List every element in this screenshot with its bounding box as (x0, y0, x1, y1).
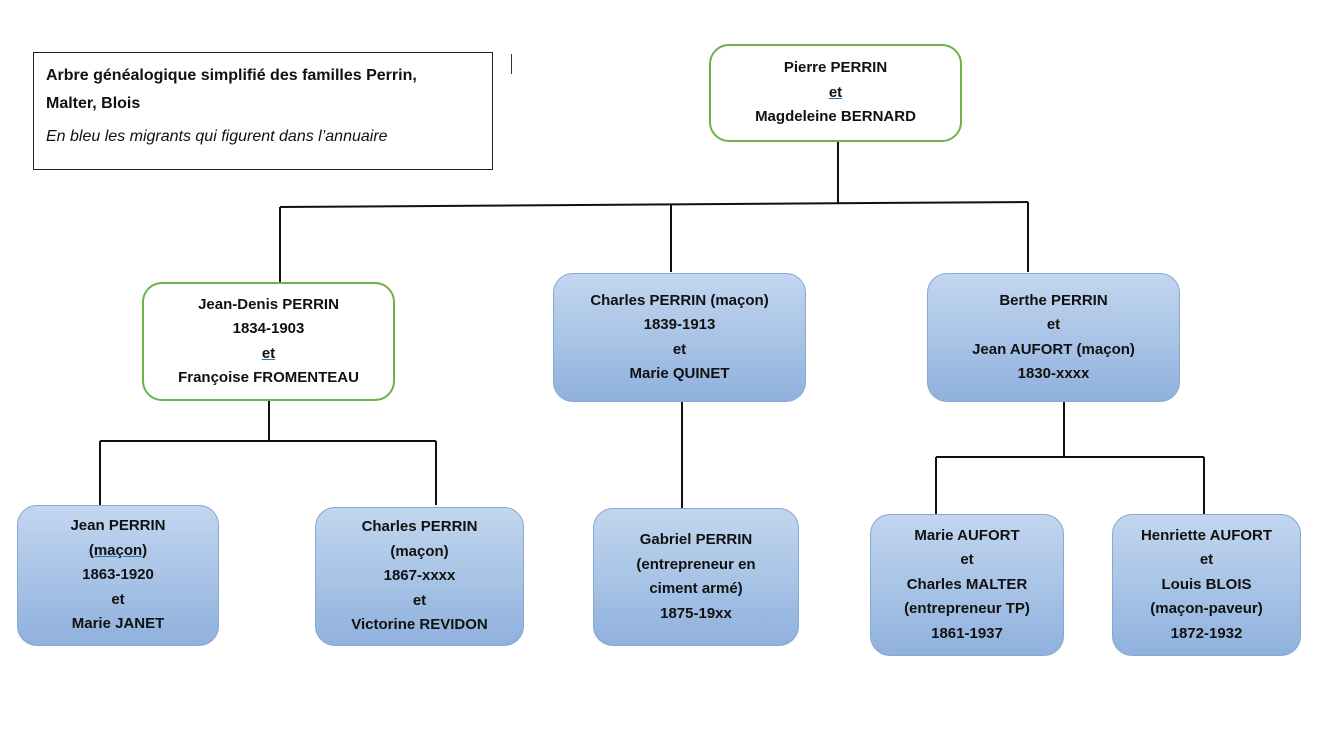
text-cursor (511, 54, 512, 74)
node-gabriel-perrin: Gabriel PERRIN (entrepreneur en ciment a… (593, 508, 799, 646)
node-jean-denis-perrin: Jean-Denis PERRIN 1834-1903 et Françoise… (142, 282, 395, 401)
node-berthe-perrin: Berthe PERRIN et Jean AUFORT (maçon) 183… (927, 273, 1180, 402)
legend-box: Arbre généalogique simplifié des famille… (33, 52, 493, 170)
node-marie-aufort: Marie AUFORT et Charles MALTER (entrepre… (870, 514, 1064, 656)
node-pierre-perrin: Pierre PERRIN et Magdeleine BERNARD (709, 44, 962, 142)
node-charles-perrin: Charles PERRIN (maçon) 1839-1913 et Mari… (553, 273, 806, 402)
legend-title: Arbre généalogique simplifié des famille… (46, 67, 417, 112)
legend-subtitle: En bleu les migrants qui figurent dans l… (46, 128, 388, 145)
node-henriette-aufort: Henriette AUFORT et Louis BLOIS (maçon-p… (1112, 514, 1301, 656)
node-jean-perrin: Jean PERRIN (maçon) 1863-1920 et Marie J… (17, 505, 219, 646)
connector-gen2-bar (279, 201, 1029, 208)
node-charles-perrin-jr: Charles PERRIN (maçon) 1867-xxxx et Vict… (315, 507, 524, 646)
